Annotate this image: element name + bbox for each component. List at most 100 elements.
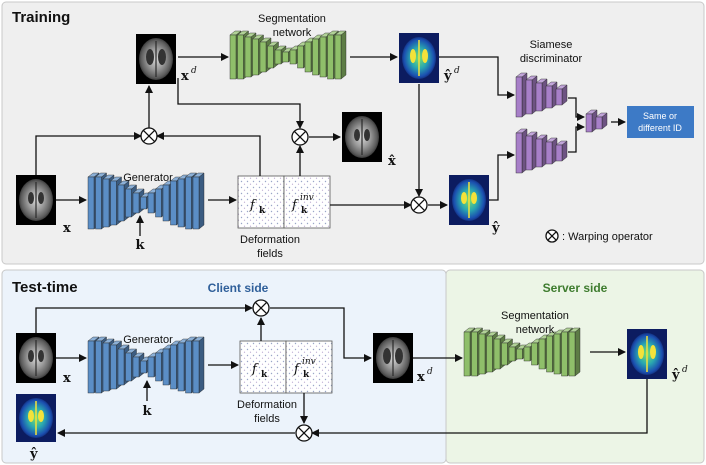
f-label: f	[249, 198, 257, 213]
layer-front	[525, 135, 533, 171]
xd-superscript: d	[191, 66, 197, 76]
layer-front	[319, 36, 327, 78]
test-connections	[35, 304, 648, 437]
segmentation-label-line2: network	[273, 27, 312, 39]
layer-front	[229, 34, 237, 80]
layer-front	[282, 51, 289, 63]
layer-front	[501, 342, 508, 366]
layer-front	[555, 88, 563, 106]
output-decision-box	[627, 106, 694, 138]
layer-front	[516, 348, 523, 360]
test-yd-superscript: d	[682, 365, 688, 375]
test-finv-superscript: inv	[302, 357, 316, 367]
layer-front	[110, 180, 117, 226]
layer-front	[297, 45, 304, 69]
siamese-merge-head	[585, 109, 608, 133]
warp-operator-2	[291, 128, 309, 146]
layer-front	[289, 49, 297, 65]
test-x-label: x	[63, 371, 71, 386]
layer-front	[508, 346, 516, 362]
test-deformation-label-line2: fields	[254, 413, 280, 425]
k-label: k	[135, 238, 145, 253]
layer-side	[198, 172, 205, 230]
layer-front	[125, 352, 132, 382]
output-box-line1: Same or	[643, 111, 677, 121]
test-y-label: ŷ	[29, 447, 38, 462]
layer-front	[471, 331, 478, 377]
client-side-title: Client side	[208, 281, 269, 295]
test-input-brain-image	[16, 333, 56, 383]
layer-front	[95, 176, 102, 230]
test-generator-network	[87, 336, 205, 394]
test-xd-superscript: d	[427, 367, 433, 377]
training-connections	[35, 53, 626, 236]
layer-front	[545, 141, 553, 165]
layer-front	[244, 36, 252, 78]
warp-operator-3	[410, 196, 428, 214]
siamese-branch-bottom	[515, 128, 568, 174]
layer-front	[553, 333, 561, 375]
layer-front	[140, 360, 147, 374]
finv-label: f	[291, 198, 299, 213]
layer-front	[170, 180, 177, 226]
test-warped-brain-image	[373, 333, 413, 383]
yd-label: ŷ	[443, 69, 452, 84]
layer-side	[198, 336, 205, 394]
segmentation-label-line1: Segmentation	[258, 13, 326, 25]
layer-front	[177, 178, 185, 228]
layer-front	[192, 340, 200, 394]
testtime-title: Test-time	[12, 279, 78, 296]
output-box-line2: different ID	[638, 123, 682, 133]
test-segmentation-y-image	[16, 394, 56, 442]
test-deformation-label-line1: Deformation	[237, 399, 297, 411]
layer-front	[595, 116, 603, 130]
test-k-label: k	[142, 404, 152, 419]
training-title: Training	[12, 9, 70, 26]
test-generator-label: Generator	[123, 334, 173, 346]
xhat-label: x̂	[388, 154, 396, 169]
layer-front	[117, 184, 125, 222]
segmentation-network	[229, 30, 347, 80]
warp-operator-1	[140, 127, 158, 145]
layer-front	[493, 338, 501, 370]
test-warp-operator-2	[295, 424, 313, 442]
layer-front	[162, 348, 170, 386]
layer-front	[155, 188, 162, 218]
layer-front	[185, 176, 192, 230]
test-segmentation-label-line1: Segmentation	[501, 310, 569, 322]
layer-front	[267, 45, 274, 69]
test-segmentation-label-line2: network	[516, 324, 555, 336]
siamese-branch-top	[515, 72, 568, 118]
layer-front	[110, 344, 117, 390]
y-label: ŷ	[491, 221, 500, 236]
layer-side	[340, 30, 347, 80]
finv-superscript: inv	[300, 193, 314, 203]
layer-front	[177, 342, 185, 392]
layer-front	[463, 331, 471, 377]
layer-front	[95, 340, 102, 394]
segmentation-y-image	[449, 175, 489, 225]
test-f-subscript: k	[261, 370, 268, 380]
siamese-label-line2: discriminator	[520, 53, 583, 65]
layer-front	[555, 144, 563, 162]
f-subscript: k	[259, 206, 266, 216]
layer-side	[574, 327, 581, 377]
layer-front	[515, 76, 523, 118]
layer-front	[312, 38, 319, 76]
layer-front	[102, 178, 110, 228]
test-f-label: f	[251, 362, 259, 377]
layer-front	[140, 196, 147, 210]
deformation-label-line1: Deformation	[240, 234, 300, 246]
layer-front	[304, 41, 312, 73]
xd-label: x	[181, 69, 189, 84]
server-side-title: Server side	[543, 281, 608, 295]
layer-front	[546, 335, 553, 373]
test-deformation-fields: f k f k inv	[239, 340, 333, 394]
layer-front	[117, 348, 125, 386]
warping-legend-label: : Warping operator	[562, 231, 653, 243]
layer-front	[237, 34, 244, 80]
layer-front	[525, 79, 533, 115]
layer-front	[327, 34, 334, 80]
input-brain-image	[16, 175, 56, 225]
layer-front	[87, 176, 95, 230]
